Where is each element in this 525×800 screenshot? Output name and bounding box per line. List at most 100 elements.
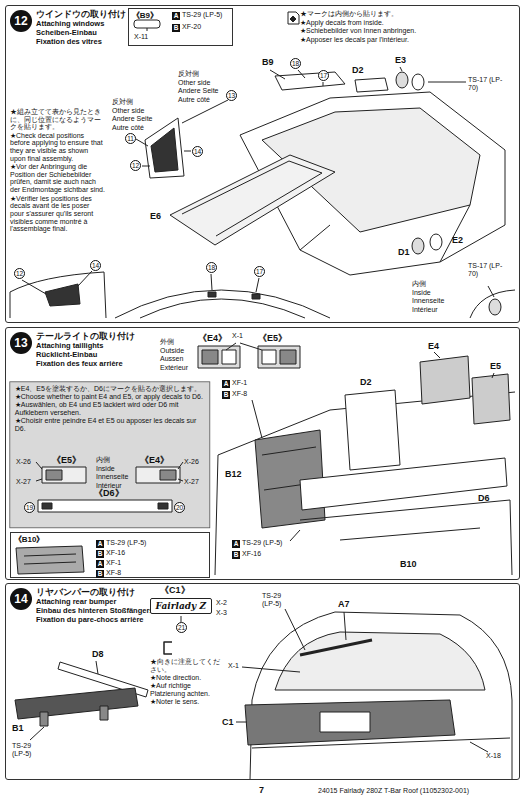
note-text: X-27: [16, 478, 31, 486]
step-title: Fixation du pare-chocs arrière: [36, 615, 156, 624]
part-label: D2: [352, 66, 364, 76]
note-text: XF-1: [232, 379, 247, 387]
note-text: 反対側: [112, 98, 133, 106]
line-art: [158, 503, 168, 509]
part-label: 《E5》: [52, 456, 81, 466]
box-text: ★Auswählen, ob E4 und E5 lackiert wird o…: [15, 401, 205, 417]
note-text: X-18: [486, 752, 501, 760]
line-art: [42, 503, 52, 509]
box-text: ★E4、E5を塗装するか、D6にマークを貼るか選択します。: [15, 385, 205, 393]
line-art: [115, 290, 330, 318]
line-art: [15, 688, 138, 719]
part-label: B10: [400, 560, 417, 570]
line-art: [134, 20, 160, 28]
line-art: [40, 712, 48, 726]
line-art: [22, 271, 92, 294]
note-text: Andere Seite: [112, 115, 152, 123]
step-title: テールライトの取り付け: [36, 331, 156, 341]
part-label: D8: [92, 650, 104, 660]
line-art: [96, 661, 98, 674]
part-label: C1: [222, 718, 234, 728]
line-art: [147, 28, 148, 31]
note-text: ★Apply decals from inside.: [300, 19, 384, 27]
note-text: ★Vérifier les positions des decals avant…: [10, 195, 105, 233]
line-art: [164, 642, 172, 654]
note-text: Intérieur: [412, 306, 438, 314]
callout-number: 12: [130, 160, 141, 171]
line-art: [136, 467, 180, 483]
note-text: X-11: [134, 33, 148, 41]
note-text: ★Note direction.: [150, 674, 225, 682]
line-art: [46, 470, 62, 480]
step-title: Rücklicht-Einbau: [36, 350, 156, 359]
note-text: ★Schiebebilder von Innen anbringen.: [300, 27, 416, 35]
note-text: ★組み立てて表から見たときに、同じ位置になるようマークを貼ります。: [10, 108, 105, 131]
note-text: Aussen: [160, 355, 183, 363]
paint-badge: B: [96, 550, 104, 558]
note-text: Autre côté: [178, 96, 210, 104]
note-text: X-1: [232, 332, 243, 340]
note-text: 内側: [412, 280, 426, 288]
step-number: 14: [10, 588, 32, 610]
line-art: [45, 284, 80, 306]
part-label: 《E4》: [198, 334, 227, 344]
note-text: TS-29 (LP-5): [106, 539, 146, 547]
note-text: ★マークは内側から貼ります。: [300, 10, 398, 18]
part-label: E3: [395, 56, 406, 66]
step-title: Attaching rear bumper: [36, 597, 156, 606]
line-art: [345, 390, 400, 470]
line-art: [270, 70, 323, 86]
part-label: 《E4》: [140, 456, 169, 466]
line-art: [10, 12, 515, 780]
note-text: ★Noter le sens.: [150, 698, 225, 706]
note-text: Outside: [160, 347, 184, 355]
paint-badge: A: [172, 12, 180, 20]
line-art: [145, 118, 184, 178]
line-art: [151, 128, 178, 172]
note-text: Other side: [112, 107, 144, 115]
note-text: Autre côté: [112, 124, 144, 132]
line-art: [136, 100, 228, 166]
part-label: 7: [259, 786, 264, 796]
note-text: TS-29 (LP-5): [262, 592, 296, 607]
line-art: [288, 12, 299, 24]
line-art: [412, 238, 424, 254]
part-label: E5: [490, 362, 501, 372]
part-label: 《C1》: [160, 586, 190, 596]
note-text: ★Vor der Anbringung die Position der Sch…: [10, 163, 105, 194]
line-art: [10, 272, 106, 318]
note-text: 内側: [96, 456, 110, 464]
note-text: XF-8: [106, 569, 121, 577]
step-title: Attaching windows: [36, 19, 156, 28]
line-art: [226, 343, 262, 350]
part-label: E6: [150, 212, 161, 222]
part-label: D1: [398, 248, 410, 258]
note-text: XF-16: [242, 550, 261, 558]
line-art: [252, 294, 260, 299]
line-art: [222, 350, 236, 364]
line-art: [236, 667, 510, 752]
line-art: [38, 500, 172, 512]
callout-number: 14: [90, 260, 101, 271]
line-art: [202, 350, 218, 364]
line-art: [160, 470, 176, 480]
note-text: Other side: [178, 79, 210, 87]
line-art: [300, 500, 512, 575]
step-title: リヤバンパーの取り付け: [36, 587, 156, 597]
step-title: Fixation des feux arrière: [36, 359, 156, 368]
part-label: B12: [225, 470, 242, 480]
callout-number: 17: [254, 266, 265, 277]
step-number: 12: [10, 10, 32, 32]
callout-number: 14: [192, 146, 203, 157]
note-text: ★Check decal positions before applying t…: [10, 132, 105, 163]
line-art: [489, 299, 501, 315]
note-text: X-27: [184, 478, 199, 486]
box-text: ★Choose whether to paint E4 and E5, or a…: [15, 393, 205, 401]
line-art: [300, 458, 507, 510]
callout-number: 17: [318, 70, 329, 81]
note-text: XF-20: [182, 23, 201, 31]
box-text: ★Choisir entre peindre E4 et E5 ou appos…: [15, 417, 205, 433]
part-label: E4: [428, 342, 439, 352]
paint-badge: A: [232, 540, 240, 548]
note-text: TS-29 (LP-5): [242, 539, 282, 547]
